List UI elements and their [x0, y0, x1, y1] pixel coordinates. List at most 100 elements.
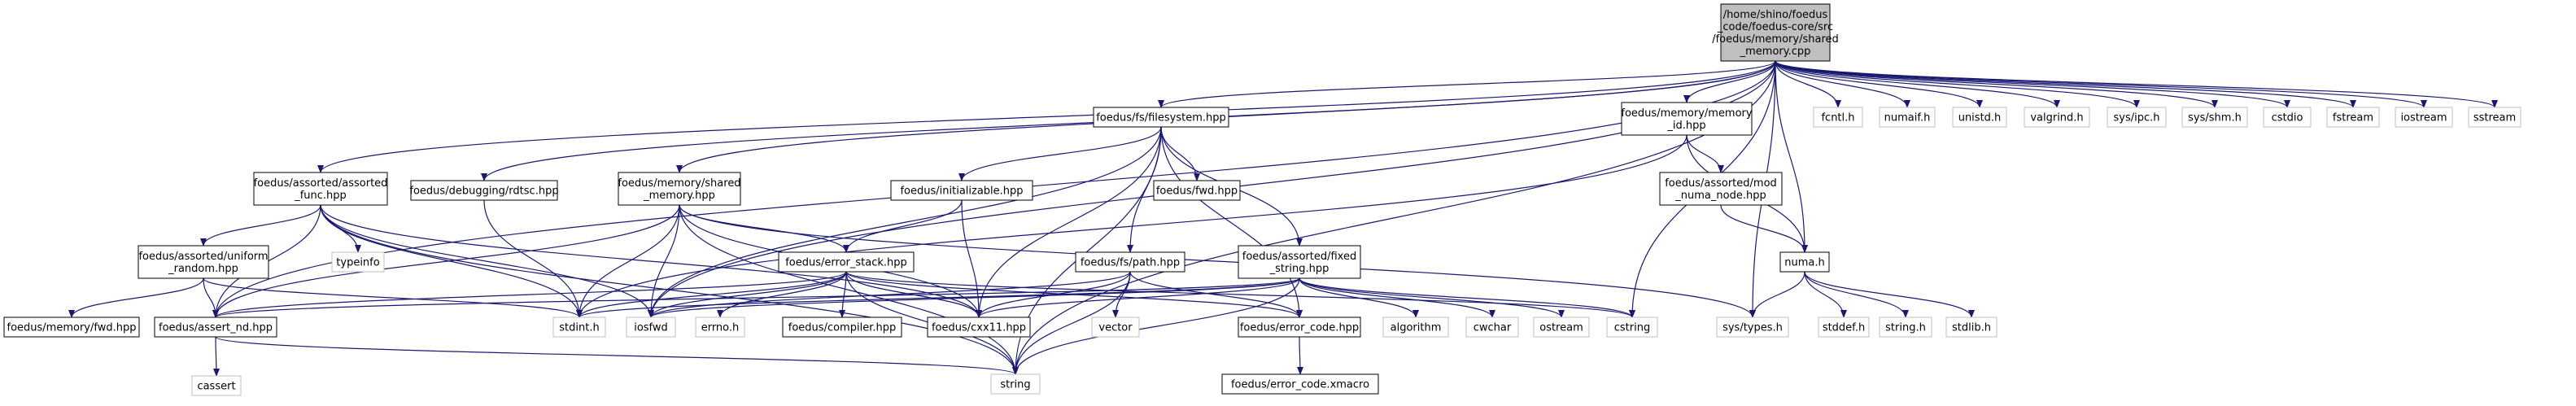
edge-numa_h-to-string_h [1804, 271, 1909, 318]
node-box-shared_memory_hpp [618, 172, 741, 206]
edge-error_stack-to-cstring [845, 271, 1635, 318]
node-cassert: cassert [191, 375, 242, 396]
node-label-cassert-0: cassert [197, 381, 235, 393]
node-rdtsc[interactable]: foedus/debugging/rdtsc.hpp [409, 180, 559, 201]
node-box-numa_node [1659, 172, 1783, 206]
node-memory_fwd[interactable]: foedus/memory/fwd.hpp [3, 317, 140, 338]
node-cxx11[interactable]: foedus/cxx11.hpp [927, 317, 1031, 338]
node-box-error_code_xmacro [1221, 373, 1379, 395]
node-label-sysshm-0: sys/shm.h [2188, 112, 2242, 124]
node-box-uniform_random [138, 245, 269, 279]
edge-fs_path-to-iosfwd [648, 271, 1131, 318]
node-label-sstream-0: sstream [2473, 112, 2516, 124]
node-label-numa_node-0: foedus/assorted/mod [1665, 177, 1777, 190]
node-label-numa_node-1: _numa_node.hpp [1674, 190, 1766, 202]
edge-shared_memory_hpp-to-systypes [679, 204, 1756, 318]
node-initializable[interactable]: foedus/initializable.hpp [890, 180, 1033, 201]
edge-root-to-iostream [1775, 60, 2427, 108]
node-box-sysipc [2107, 107, 2167, 128]
node-vector: vector [1091, 317, 1140, 338]
edge-shared_memory_hpp-to-assert_nd [212, 204, 680, 318]
node-root[interactable]: /home/shino/foedus_code/foedus-core/src/… [1712, 3, 1839, 62]
node-error_code_xmacro[interactable]: foedus/error_code.xmacro [1221, 373, 1379, 395]
node-assorted_func[interactable]: foedus/assorted/assorted_func.hpp [253, 172, 388, 206]
node-compiler[interactable]: foedus/compiler.hpp [782, 317, 902, 338]
node-fs_path[interactable]: foedus/fs/path.hpp [1075, 251, 1185, 273]
node-uniform_random[interactable]: foedus/assorted/uniform_random.hpp [138, 245, 269, 279]
node-box-memory_id [1621, 102, 1753, 136]
node-string: string [990, 373, 1041, 395]
node-label-uniform_random-1: _random.hpp [168, 263, 238, 275]
node-box-cstdio [2263, 107, 2312, 128]
node-fcntl: fcntl.h [1813, 107, 1863, 128]
nodes-layer: /home/shino/foedus_code/foedus-core/src/… [3, 3, 2521, 396]
node-errno: errno.h [695, 317, 745, 338]
edge-root-to-sysipc [1775, 60, 2140, 108]
node-string_h: string.h [1879, 317, 1932, 338]
node-numa_node[interactable]: foedus/assorted/mod_numa_node.hpp [1659, 172, 1783, 206]
node-box-initializable [890, 180, 1033, 201]
node-memory_id[interactable]: foedus/memory/memory_id.hpp [1621, 102, 1753, 136]
node-label-memory_id-0: foedus/memory/memory [1621, 107, 1752, 120]
edge-root-to-fcntl [1775, 60, 1841, 108]
node-assert_nd[interactable]: foedus/assert_nd.hpp [154, 317, 277, 338]
node-filesystem[interactable]: foedus/fs/filesystem.hpp [1093, 107, 1229, 128]
node-box-stddef [1818, 317, 1870, 338]
node-label-vector-0: vector [1098, 322, 1133, 334]
edge-shared_memory_hpp-to-error_stack [679, 204, 849, 253]
node-box-error_stack [778, 251, 915, 273]
node-fstream: fstream [2326, 107, 2380, 128]
edge-filesystem-to-iosfwd [648, 126, 1162, 318]
node-label-valgrind-0: valgrind.h [2030, 112, 2083, 124]
node-stdint: stdint.h [552, 317, 606, 338]
edge-numa_node-to-numa_h [1720, 204, 1808, 253]
node-label-numa_h-0: numa.h [1784, 257, 1824, 269]
node-label-assert_nd-0: foedus/assert_nd.hpp [159, 322, 273, 334]
node-label-errno-0: errno.h [701, 322, 740, 334]
node-box-memory_fwd [3, 317, 140, 338]
edge-root-to-cstdio [1775, 60, 2290, 108]
edge-initializable-to-error_stack [843, 199, 963, 253]
edge-root-to-sysshm [1775, 60, 2218, 108]
edge-error_stack-to-stdint [576, 271, 847, 318]
node-error_code[interactable]: foedus/error_code.hpp [1238, 317, 1361, 338]
edge-error_stack-to-compiler [839, 271, 847, 318]
node-label-numaif-0: numaif.h [1884, 112, 1931, 124]
node-fwd_hpp[interactable]: foedus/fwd.hpp [1153, 180, 1241, 201]
node-shared_memory_hpp[interactable]: foedus/memory/shared_memory.hpp [618, 172, 741, 206]
node-box-iostream [2395, 107, 2453, 128]
node-label-fs_path-0: foedus/fs/path.hpp [1081, 257, 1180, 269]
node-label-compiler-0: foedus/compiler.hpp [788, 322, 896, 334]
node-numa_h[interactable]: numa.h [1779, 251, 1830, 273]
edge-filesystem-to-error_code [1160, 126, 1303, 318]
node-box-root [1720, 3, 1831, 62]
node-cwchar: cwchar [1465, 317, 1519, 338]
edge-assorted_func-to-iosfwd [320, 204, 654, 318]
node-label-cstdio-0: cstdio [2272, 112, 2303, 124]
node-label-fixed_string-0: foedus/assorted/fixed [1242, 251, 1356, 263]
node-box-fixed_string [1238, 245, 1361, 279]
node-label-cstring-0: cstring [1614, 322, 1650, 334]
node-fixed_string[interactable]: foedus/assorted/fixed_string.hpp [1238, 245, 1361, 279]
node-box-assorted_func [253, 172, 388, 206]
edge-error_stack-to-iosfwd [648, 271, 847, 318]
edge-assorted_func-to-cxx11 [320, 204, 982, 318]
node-box-errno [695, 317, 745, 338]
node-error_stack[interactable]: foedus/error_stack.hpp [778, 251, 915, 273]
edge-fixed_string-to-cstring [1299, 277, 1635, 318]
edge-root-to-assorted_func [317, 60, 1776, 173]
node-label-iostream-0: iostream [2400, 112, 2447, 124]
node-label-initializable-0: foedus/initializable.hpp [900, 186, 1023, 198]
node-box-ostream [1533, 317, 1590, 338]
node-label-cxx11-0: foedus/cxx11.hpp [932, 322, 1026, 334]
edge-numa_h-to-stdlib [1804, 271, 1975, 318]
node-label-root-2: /foedus/memory/shared [1712, 33, 1839, 46]
node-label-fwd_hpp-0: foedus/fwd.hpp [1156, 186, 1238, 198]
node-box-valgrind [2024, 107, 2090, 128]
node-label-fcntl-0: fcntl.h [1821, 112, 1854, 124]
node-label-shared_memory_hpp-1: _memory.hpp [643, 190, 715, 202]
edge-memory_id-to-numa_node [1686, 134, 1724, 173]
edge-root-to-sstream [1775, 60, 2498, 108]
node-box-assert_nd [154, 317, 277, 338]
node-iosfwd: iosfwd [626, 317, 676, 338]
